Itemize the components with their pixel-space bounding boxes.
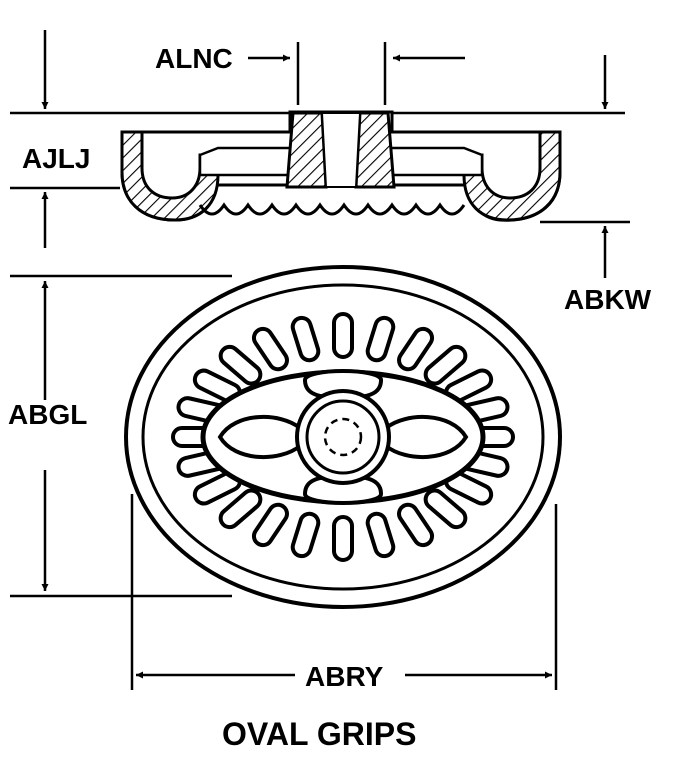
boss-bore: [320, 112, 362, 188]
radial-slot: [251, 502, 289, 548]
radial-slot: [218, 488, 263, 530]
radial-slot: [290, 315, 321, 363]
radial-slot: [423, 344, 468, 386]
ajlj-label: AJLJ: [22, 143, 90, 174]
top-lobe: [302, 369, 384, 401]
radial-slot: [332, 312, 354, 359]
abkw-label: ABKW: [564, 284, 652, 315]
hidden-bore: [323, 417, 363, 457]
radial-slot: [397, 326, 435, 372]
abry-label: ABRY: [305, 661, 384, 692]
abgl-label: ABGL: [8, 399, 87, 430]
radial-slot: [365, 511, 396, 559]
side-section-view: [10, 30, 630, 278]
inner-rim: [141, 283, 545, 591]
radial-slot: [423, 488, 468, 530]
bottom-lobe: [302, 473, 384, 505]
radial-slot: [365, 315, 396, 363]
plan-view: [10, 265, 562, 690]
wavy-underside: [198, 202, 466, 216]
drawing-title: OVAL GRIPS: [222, 716, 416, 752]
alnc-label-bg: [150, 40, 245, 76]
radial-slot: [332, 515, 354, 562]
left-lobe: [217, 415, 310, 459]
radial-slot: [251, 326, 289, 372]
radial-slot: [218, 344, 263, 386]
boss-left-hatch: [285, 111, 328, 189]
radial-slot: [397, 502, 435, 548]
right-lobe: [376, 415, 469, 459]
boss-right-hatch: [354, 111, 396, 189]
alnc-label: ALNC: [155, 43, 233, 74]
hub-inner: [305, 399, 381, 475]
radial-slot: [290, 511, 321, 559]
